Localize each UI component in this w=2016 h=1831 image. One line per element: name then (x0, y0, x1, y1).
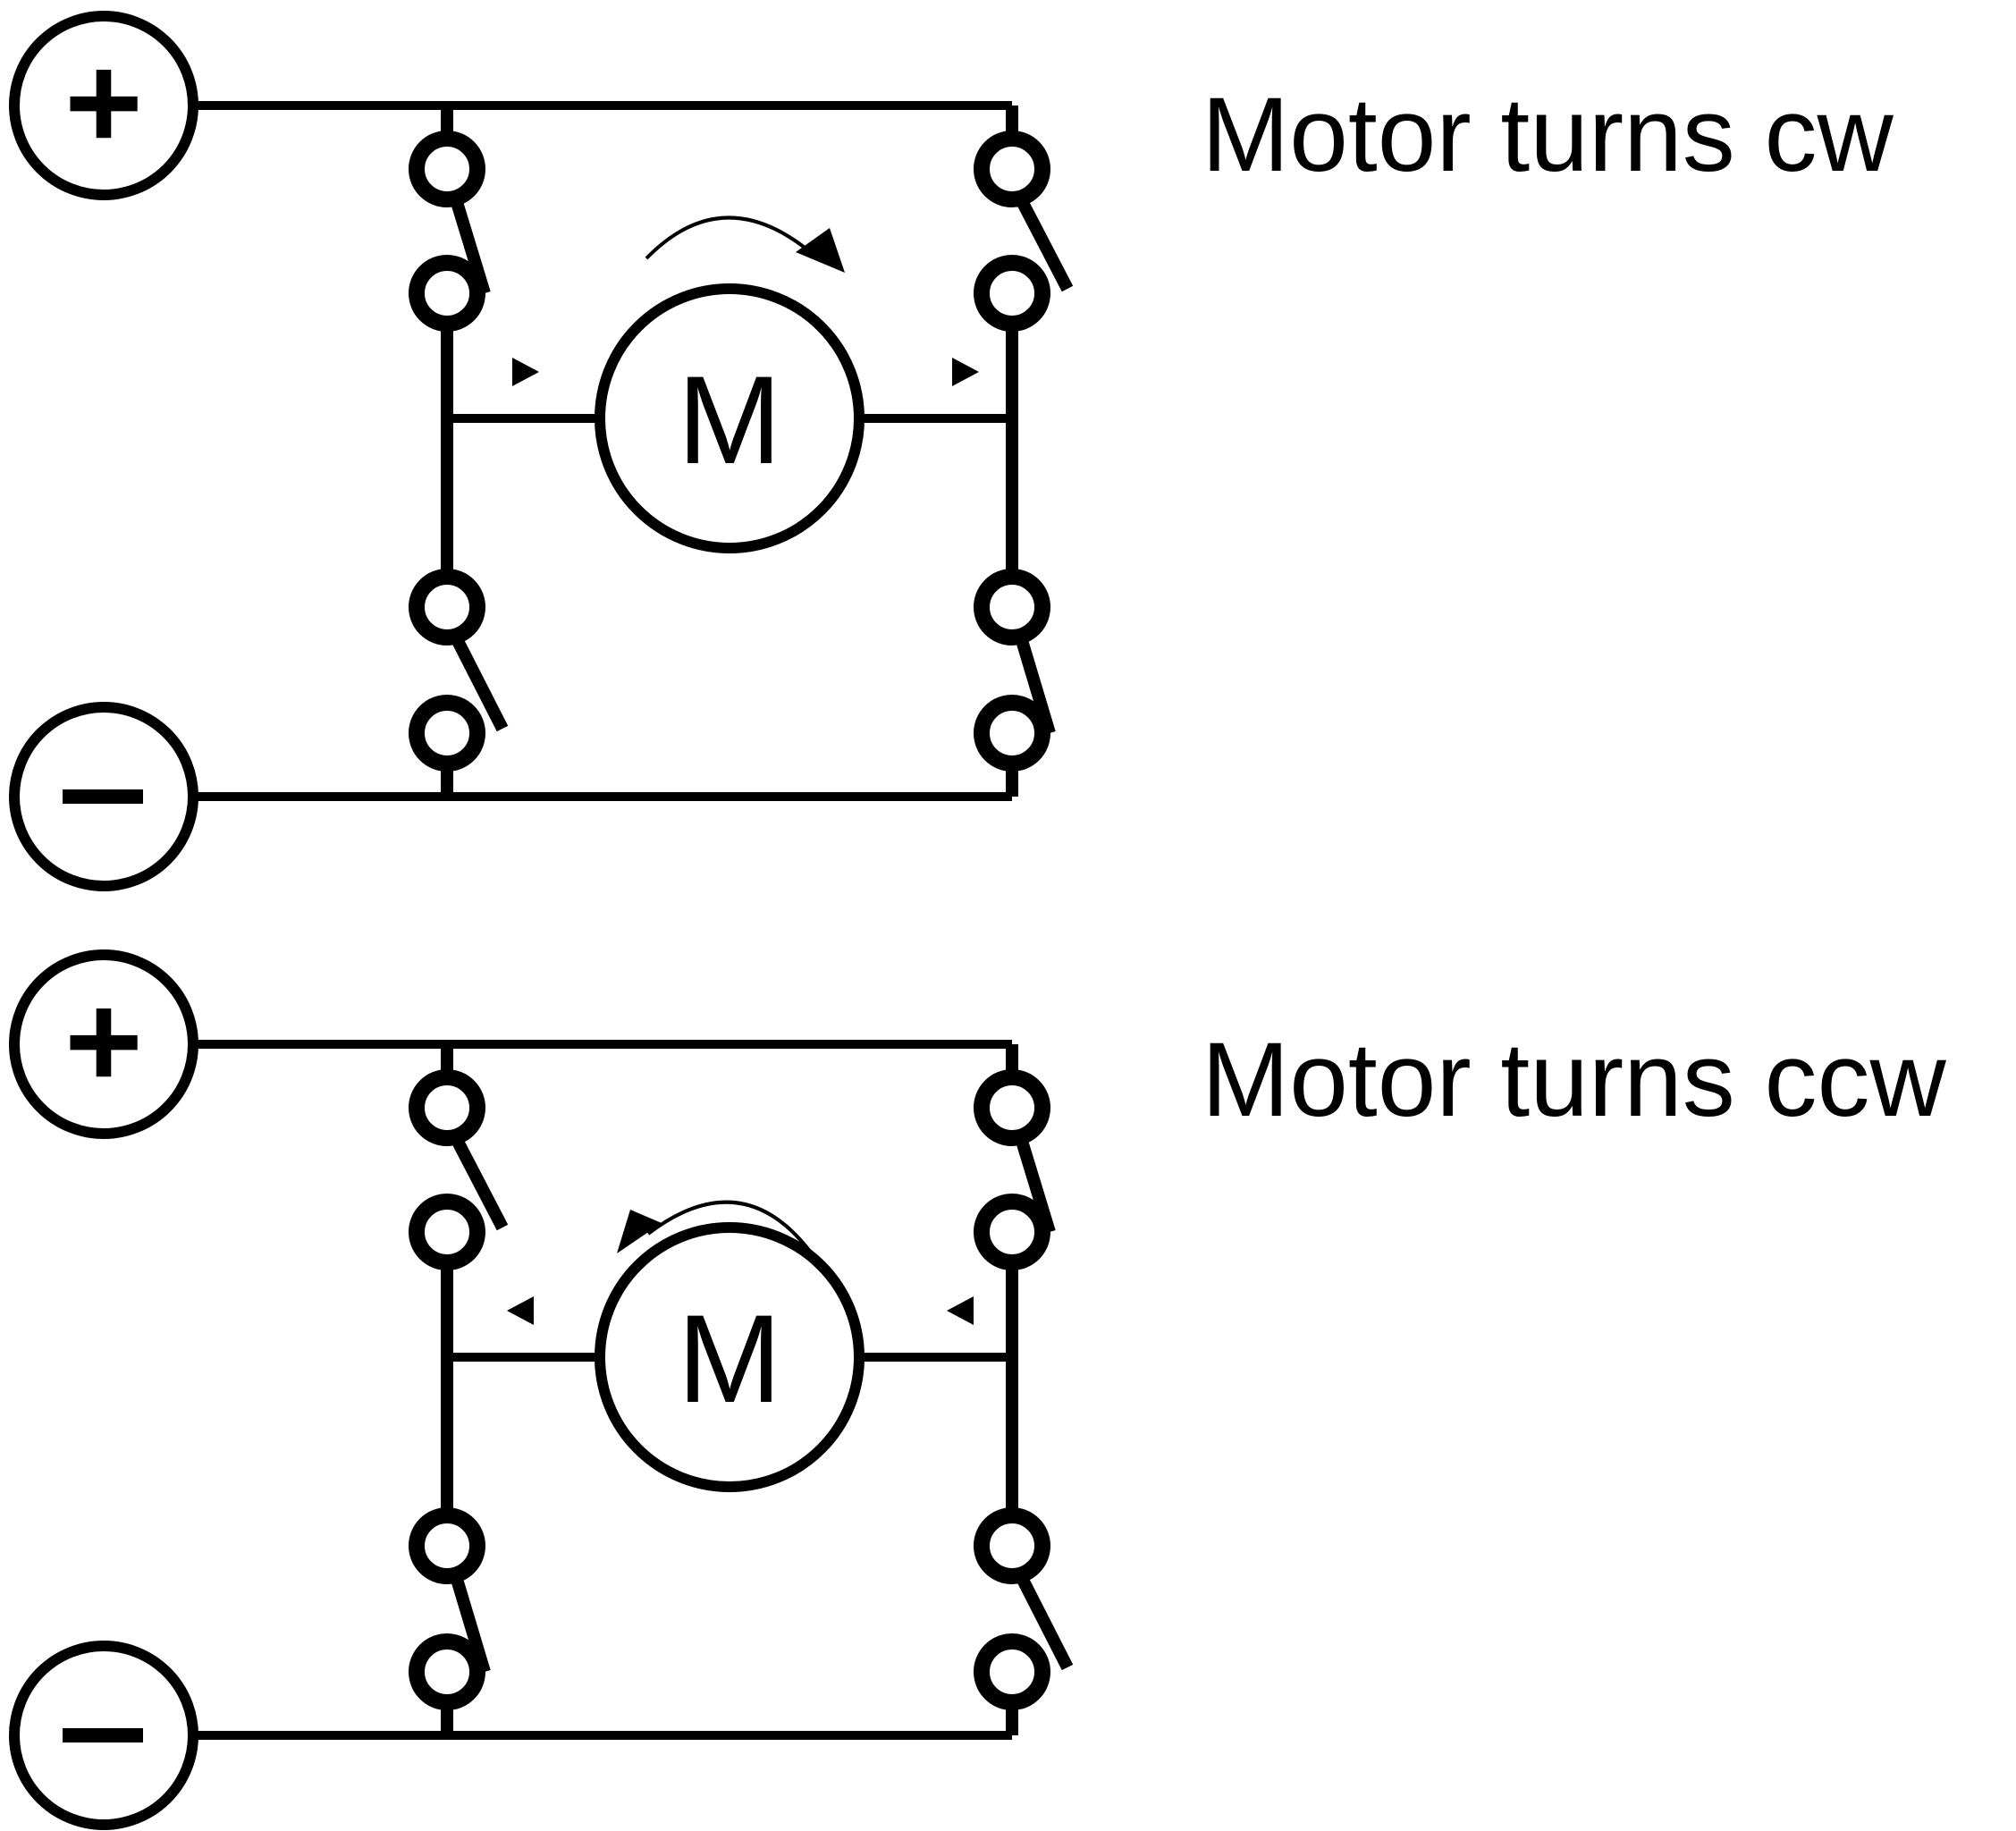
terminal-hole (1006, 1540, 1018, 1552)
terminal-hole (441, 601, 453, 613)
current-direction-arrow-icon (512, 358, 539, 386)
current-direction-arrow-icon (507, 1296, 534, 1325)
rotation-arrowhead-icon (796, 228, 845, 273)
terminal-hole (1006, 727, 1018, 739)
motor-icon (595, 1222, 865, 1492)
rotation-arrowhead-icon (617, 1210, 662, 1253)
rotation-arc (646, 1200, 813, 1254)
terminal-hole (1006, 1666, 1018, 1678)
terminal-hole (441, 163, 453, 175)
positive-terminal-icon (9, 11, 198, 200)
terminal-hole (441, 287, 453, 300)
terminal-hole (1006, 163, 1018, 175)
motor-icon (595, 283, 865, 553)
switch-lever-bottom-left (450, 634, 509, 732)
switch-lever-top-left (450, 1135, 509, 1231)
current-direction-arrow-icon (947, 1296, 974, 1325)
switch-lever-top-right (1015, 1135, 1056, 1235)
switch-lever-bottom-left (450, 1574, 491, 1675)
terminal-hole (1006, 1101, 1018, 1114)
terminal-hole (1006, 601, 1018, 613)
h-bridge-ccw: +−M (9, 949, 1074, 1830)
caption-cw: Motor turns cw (1202, 76, 1894, 194)
motor-label: M (678, 1288, 782, 1429)
switch-lever-top-right (1015, 196, 1074, 292)
plus-label: + (64, 966, 143, 1116)
terminal-hole (441, 1666, 453, 1678)
minus-sign-icon (63, 1728, 143, 1742)
switch-lever-bottom-right (1015, 1573, 1074, 1671)
rotation-arc (645, 215, 815, 260)
current-direction-arrow-icon (952, 358, 979, 386)
positive-terminal-icon (9, 949, 198, 1139)
minus-sign-icon (63, 789, 143, 804)
h-bridge-cw: +−M (9, 11, 1074, 891)
plus-label: + (64, 27, 143, 177)
switch-lever-bottom-right (1015, 635, 1056, 736)
motor-label: M (678, 350, 782, 490)
terminal-hole (1006, 287, 1018, 300)
terminal-hole (441, 727, 453, 739)
terminal-hole (441, 1540, 453, 1552)
terminal-hole (1006, 1226, 1018, 1238)
terminal-hole (441, 1101, 453, 1114)
caption-ccw: Motor turns ccw (1202, 1021, 1946, 1139)
switch-lever-top-left (450, 197, 491, 296)
terminal-hole (441, 1226, 453, 1238)
